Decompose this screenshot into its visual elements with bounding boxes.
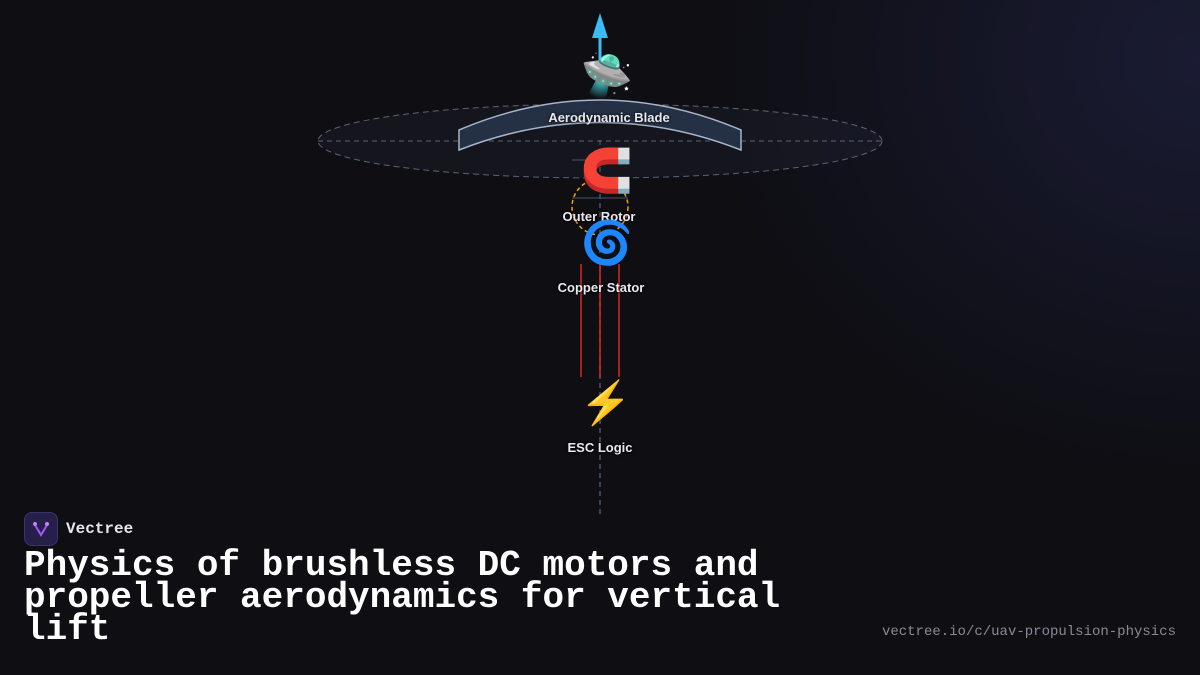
thrust-arrow-head [592,13,608,38]
brand: Vectree [24,512,133,546]
brand-name: Vectree [66,520,134,538]
magnet-icon: 🧲 [580,147,634,194]
vectree-logo-icon [24,512,58,546]
flying-saucer-icon: 🛸 [580,52,634,99]
page-title: Physics of brushless DC motors and prope… [24,545,781,650]
course-url[interactable]: vectree.io/c/uav-propulsion-physics [881,624,1176,640]
node-label-rotor: Outer Rotor [562,209,636,224]
aerodynamic-blade-shape [458,99,742,152]
rotor-orbit [571,178,629,236]
cyclone-icon: 🌀 [580,219,634,266]
node-label-esc: ESC Logic [567,440,633,455]
node-label-blade: Aerodynamic Blade [548,110,670,125]
lightning-icon: ⚡ [579,379,633,426]
node-label-stator: Copper Stator [557,280,645,295]
